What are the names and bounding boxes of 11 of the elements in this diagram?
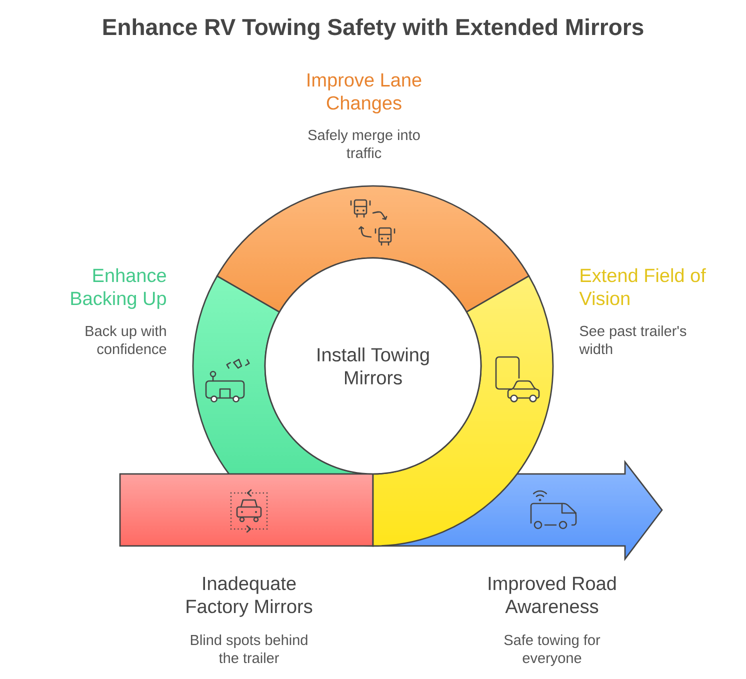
heading: Enhance Backing Up bbox=[71, 268, 166, 309]
heading: Inadequate Factory Mirrors bbox=[186, 576, 312, 617]
description: Blind spots behind the trailer bbox=[190, 634, 308, 664]
description: Back up with confidence bbox=[86, 325, 166, 354]
heading: Improve Lane Changes bbox=[308, 73, 422, 114]
description: Safe towing for everyone bbox=[504, 634, 600, 666]
heading: Improved Road Awareness bbox=[488, 576, 616, 614]
heading: Extend Field of Vision bbox=[579, 268, 706, 306]
description: See past trailer's width bbox=[579, 325, 686, 354]
title: Enhance RV Towing Safety with Extended Mirrors bbox=[103, 18, 644, 40]
description: Safely merge into traffic bbox=[308, 129, 420, 158]
